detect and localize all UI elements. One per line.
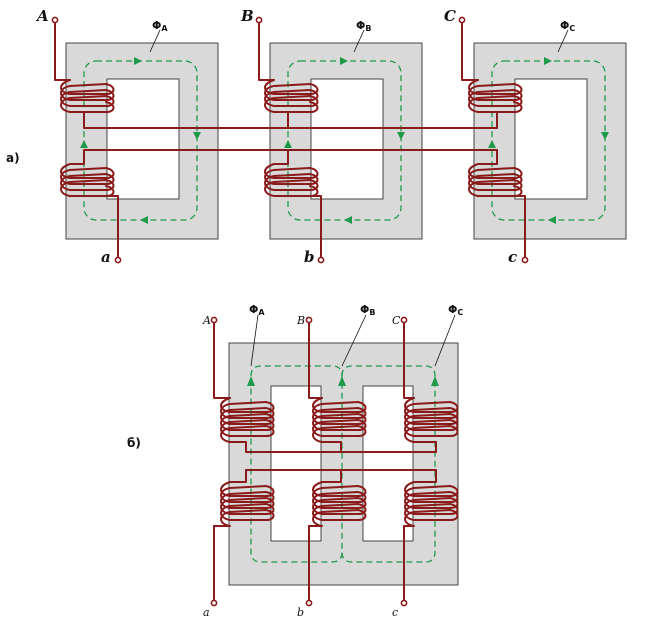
terminal-label-b-C: C bbox=[392, 314, 401, 327]
core-b bbox=[269, 42, 423, 240]
terminal-label-b-a: a bbox=[203, 606, 210, 619]
panel-a: а) bbox=[6, 7, 627, 266]
terminal-label-a: a bbox=[101, 248, 111, 266]
winding-b bbox=[255, 16, 325, 264]
flux-label-b-B: ΦB bbox=[360, 303, 375, 317]
flux-label-C: ΦC bbox=[560, 19, 575, 33]
terminal-label-B: B bbox=[240, 7, 254, 25]
core-c bbox=[473, 42, 627, 240]
terminal-label-C: C bbox=[444, 7, 456, 25]
terminal-label-b-A: A bbox=[202, 314, 211, 327]
winding-b-b bbox=[305, 316, 367, 607]
three-limb-core bbox=[228, 342, 459, 586]
flux-label-b-C: ΦC bbox=[448, 303, 463, 317]
panel-b-label: б) bbox=[127, 436, 141, 450]
core-a bbox=[65, 42, 219, 240]
terminal-label-b-b: b bbox=[297, 606, 304, 619]
terminal-label-b-B: B bbox=[296, 314, 305, 327]
flux-label-B: ΦB bbox=[356, 19, 371, 33]
winding-a bbox=[51, 16, 498, 264]
terminal-label-c: c bbox=[508, 248, 517, 266]
winding-b-c bbox=[400, 316, 459, 607]
flux-label-b-A: ΦA bbox=[249, 303, 265, 317]
winding-c bbox=[458, 16, 529, 264]
terminal-label-b-c: c bbox=[392, 606, 398, 619]
panel-a-label: а) bbox=[6, 151, 20, 165]
panel-b: б) bbox=[127, 303, 463, 619]
terminal-label-b: b bbox=[304, 248, 315, 266]
flux-label-A: ΦA bbox=[152, 19, 168, 33]
terminal-label-A: A bbox=[35, 7, 49, 25]
